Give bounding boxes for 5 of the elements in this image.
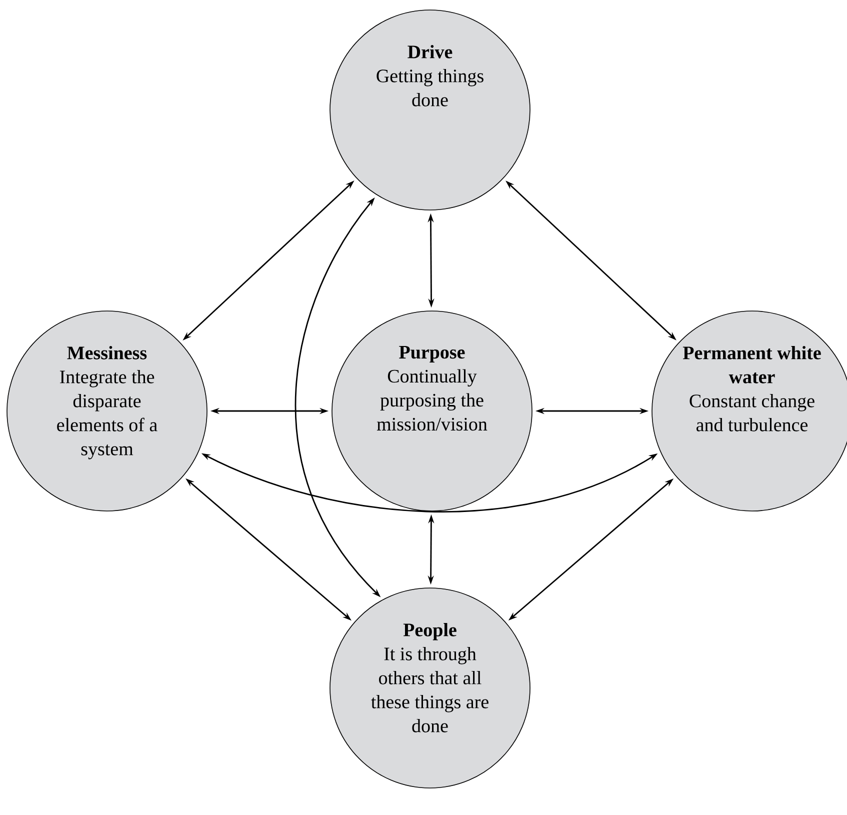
circle-node: Purpose Continually purposing the mission/vision [332, 310, 532, 512]
circle-node: People It is through others that all these things are done [330, 588, 530, 788]
circle-node: Drive Getting things done [330, 10, 530, 210]
circle-node: Messiness Integrate the disparate elements of a system [6, 310, 208, 512]
circle-node: Permanent white water Constant change and turbulence [652, 310, 847, 512]
